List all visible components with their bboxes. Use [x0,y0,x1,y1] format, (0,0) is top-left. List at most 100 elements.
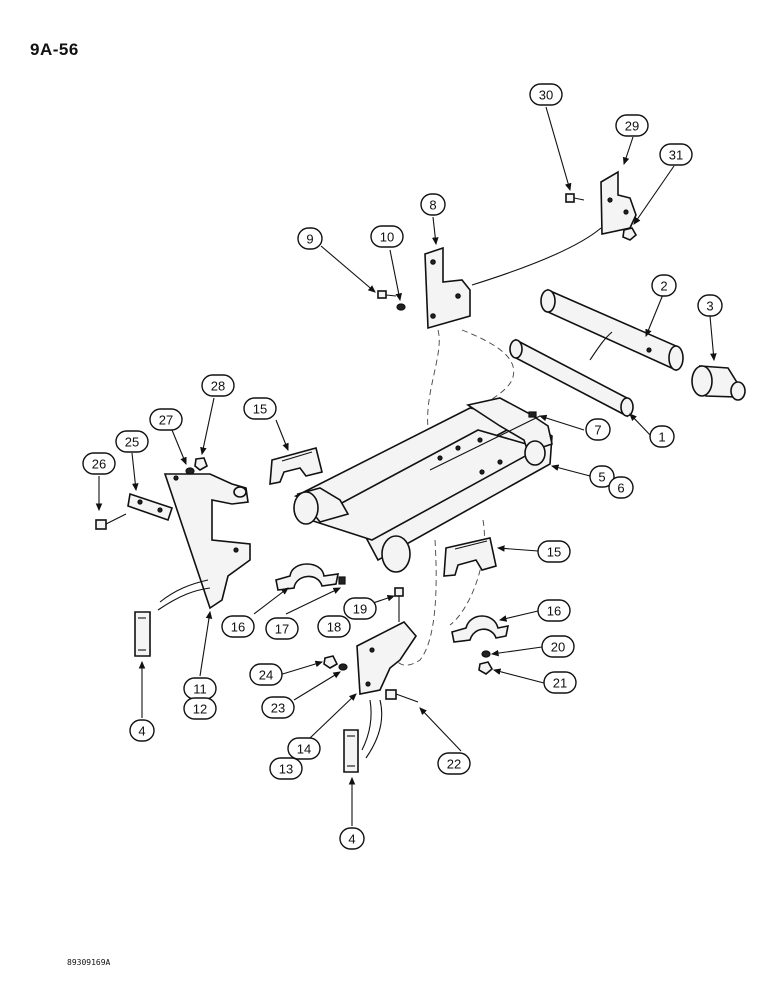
callout-24: 24 [249,663,283,686]
svg-text:1: 1 [658,430,665,445]
bolt-22 [385,689,419,703]
page-number: 9A-56 [30,40,79,59]
svg-text:9: 9 [306,232,313,247]
nut-28 [194,457,208,471]
svg-text:18: 18 [327,620,341,635]
callout-16-right: 16 [537,599,571,622]
frame-5-6 [293,397,553,573]
mount-plate-8 [424,246,471,330]
svg-text:26: 26 [92,457,106,472]
callout-15-right: 15 [537,540,571,563]
callout-22: 22 [437,752,471,775]
callout-2: 2 [651,274,677,297]
callout-30: 30 [529,83,563,106]
callout-16-left: 16 [221,615,255,638]
callout-17: 17 [265,617,299,640]
svg-text:16: 16 [231,620,245,635]
callout-26: 26 [82,452,116,475]
callout-15-left: 15 [243,397,277,420]
svg-text:15: 15 [547,545,561,560]
plate-25 [127,492,174,522]
pin-1 [509,338,634,418]
svg-text:17: 17 [275,622,289,637]
callout-13: 13 [269,757,303,780]
callout-20: 20 [541,635,575,658]
svg-text:30: 30 [539,88,553,103]
leader-lines [95,106,717,826]
bolt-19 [394,587,404,622]
callout-29: 29 [615,114,649,137]
svg-text:3: 3 [706,299,713,314]
nut-31 [622,227,638,241]
svg-text:8: 8 [429,198,436,213]
grease-fitting-7 [528,411,537,418]
svg-text:19: 19 [353,602,367,617]
callout-4-left: 4 [129,719,155,742]
callout-25: 25 [115,430,149,453]
clamp-16-left [275,563,340,591]
washer-10 [396,303,406,311]
callout-8: 8 [420,193,446,216]
svg-text:24: 24 [259,668,273,683]
bolt-30 [565,193,585,203]
washer-23 [338,663,348,671]
callout-14: 14 [287,737,321,760]
callout-19: 19 [343,597,377,620]
clamp-16-right [451,615,510,643]
figure-code: 89309169A [67,958,111,967]
callout-23: 23 [261,696,295,719]
washer-20 [481,650,491,658]
svg-text:27: 27 [159,413,173,428]
callout-31: 31 [659,143,693,166]
svg-text:31: 31 [669,148,683,163]
svg-text:7: 7 [594,423,601,438]
bolt-26 [95,513,127,530]
shim-4-right [343,729,359,773]
bolt-9 [377,290,397,299]
svg-text:11: 11 [193,682,207,697]
callout-18: 18 [317,615,351,638]
svg-text:5: 5 [598,470,605,485]
svg-text:21: 21 [553,676,567,691]
shim-4-left [134,611,151,657]
svg-text:13: 13 [279,762,293,777]
svg-text:12: 12 [193,702,207,717]
svg-text:16: 16 [547,604,561,619]
callout-6: 6 [608,476,634,499]
bushing-3 [691,365,746,401]
plate-29 [600,170,637,235]
callout-1: 1 [649,425,675,448]
svg-text:6: 6 [617,481,624,496]
callout-21: 21 [543,671,577,694]
nut-21 [478,661,494,675]
strap-15-left [269,447,323,485]
svg-text:22: 22 [447,757,461,772]
callout-10: 10 [370,225,404,248]
callout-12: 12 [183,697,217,720]
svg-text:14: 14 [297,742,311,757]
callout-4-right: 4 [339,827,365,850]
pin-2 [540,288,684,372]
svg-text:25: 25 [125,435,139,450]
svg-text:20: 20 [551,640,565,655]
callout-27: 27 [149,408,183,431]
callout-28: 28 [201,374,235,397]
svg-text:28: 28 [211,379,225,394]
callout-11: 11 [183,677,217,700]
washer-27 [185,467,195,475]
strap-15-right [443,537,497,577]
svg-text:2: 2 [660,279,667,294]
callout-5: 5 [589,465,615,488]
svg-text:4: 4 [348,832,355,847]
bracket-13-14 [356,621,418,695]
callout-3: 3 [697,294,723,317]
svg-text:23: 23 [271,701,285,716]
svg-text:15: 15 [253,402,267,417]
svg-text:10: 10 [380,230,394,245]
callout-7: 7 [585,418,611,441]
svg-text:29: 29 [625,119,639,134]
fitting-17 [338,576,346,585]
bracket-11-12 [163,473,251,610]
nut-24 [323,655,339,669]
